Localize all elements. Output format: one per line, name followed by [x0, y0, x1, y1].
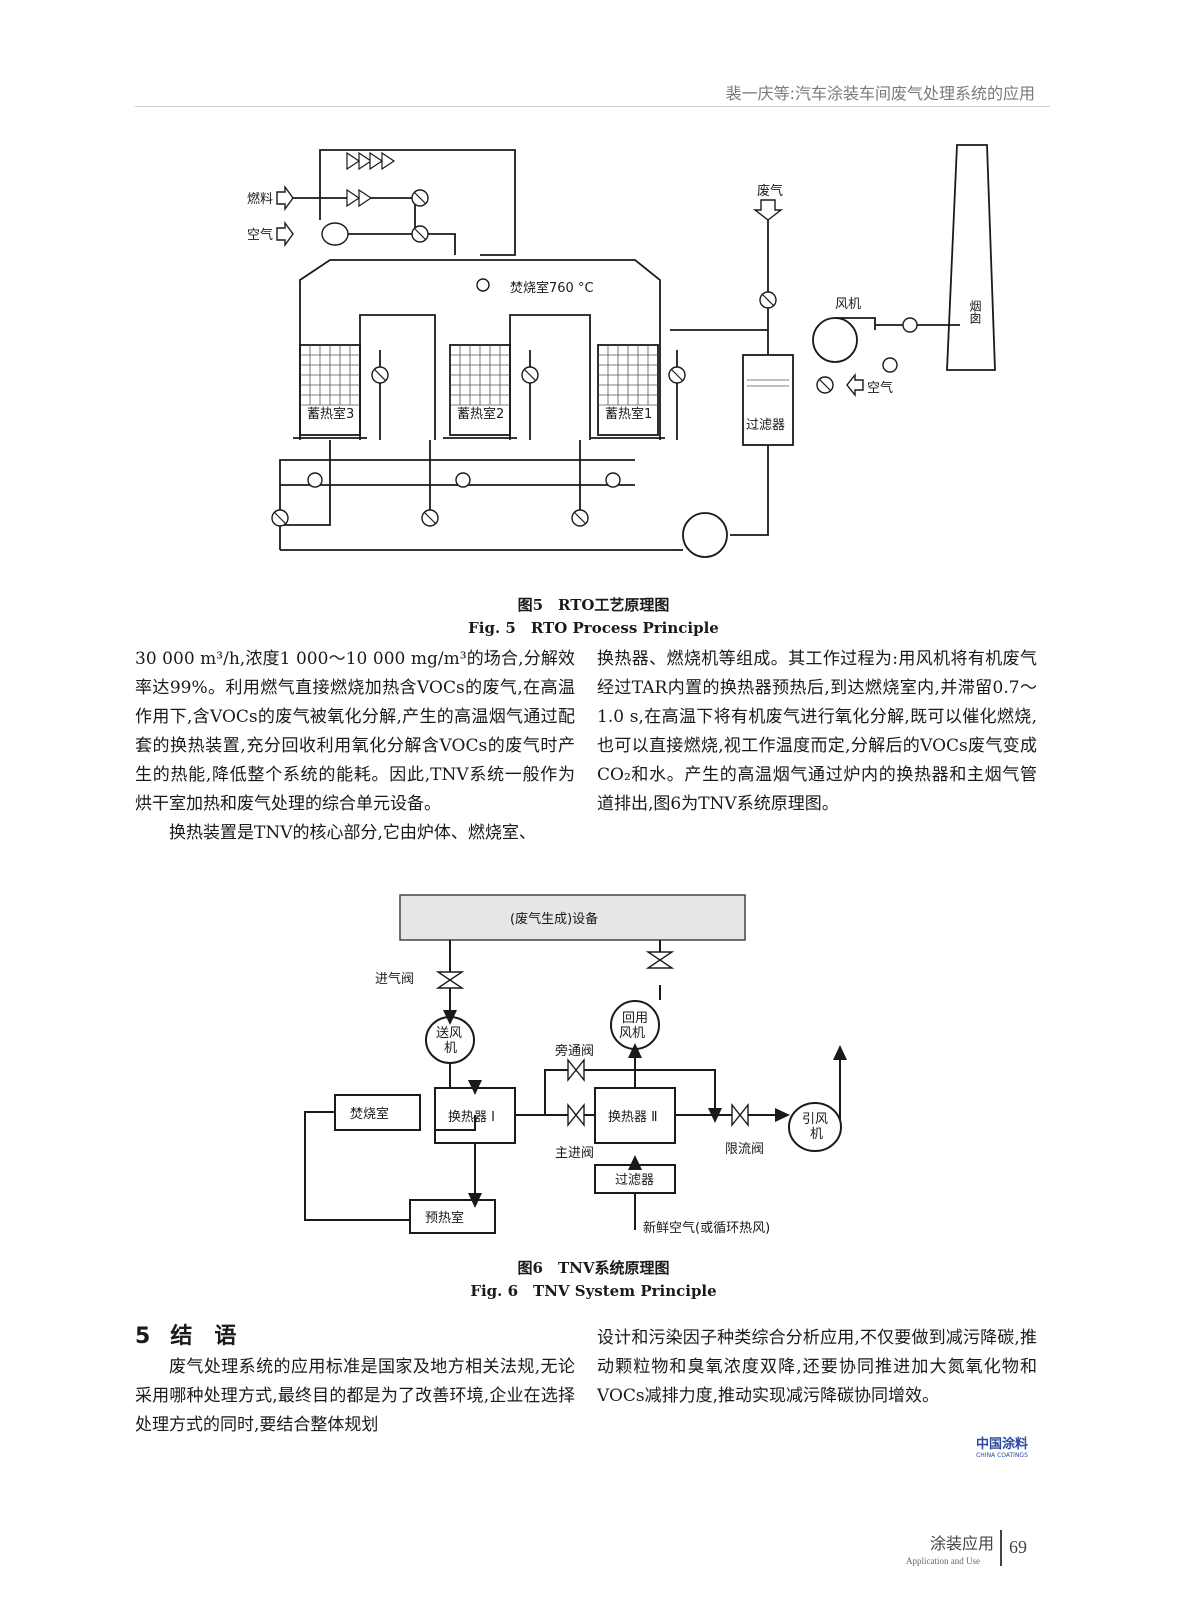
incinerator-label: 焚烧室 — [350, 1106, 389, 1122]
section-5-right-paragraph: 设计和污染因子种类综合分析应用,不仅要做到减污降碳,推动颗粒物和臭氧浓度双降,还… — [597, 1328, 1037, 1406]
body-left-column: 30 000 m³/h,浓度1 000～10 000 mg/m³的场合,分解效率… — [135, 645, 575, 848]
main-valve-label: 主进阀 — [555, 1146, 594, 1161]
figure-6-caption-cn: 图6 TNV系统原理图 — [517, 1259, 670, 1277]
regenerator-2-label: 蓄热室2 — [457, 406, 504, 422]
figure-5-caption-cn: 图5 RTO工艺原理图 — [517, 596, 670, 614]
rto-diagram: 燃料 空气 焚烧室760 °C 废气 风机 烟囱 空气 蓄热室3 蓄热室2 蓄热… — [247, 144, 996, 558]
filter-label: 过滤器 — [746, 418, 785, 433]
supply-fan-label-2: 机 — [444, 1041, 457, 1056]
fresh-air-label: 新鲜空气(或循环热风) — [643, 1220, 770, 1236]
footer-section-en: Application and Use — [906, 1556, 980, 1566]
source-equipment-label: (废气生成)设备 — [510, 911, 598, 927]
section-title: 结语 — [170, 1324, 259, 1349]
tnv-diagram: (废气生成)设备 进气阀 送风 机 回用 风机 旁通阀 焚烧室 换热器 Ⅰ 换热… — [304, 894, 847, 1236]
section-5-left-column: 废气处理系统的应用标准是国家及地方相关法规,无论采用哪种处理方式,最终目的都是为… — [135, 1353, 575, 1440]
exhaust-fan — [788, 1102, 842, 1152]
chimney-label: 烟囱 — [968, 300, 982, 324]
regenerator-3-label: 蓄热室3 — [307, 406, 354, 422]
filter-label: 过滤器 — [615, 1173, 654, 1188]
page-number: 69 — [1009, 1537, 1027, 1557]
header-rule — [135, 106, 1050, 107]
figure-6-caption-en: Fig. 6 TNV System Principle — [470, 1282, 717, 1300]
preheat-box — [409, 1199, 496, 1234]
combustion-chamber-label: 焚烧室760 °C — [510, 280, 594, 296]
section-5-left-paragraph: 废气处理系统的应用标准是国家及地方相关法规,无论采用哪种处理方式,最终目的都是为… — [135, 1357, 575, 1435]
body-left-paragraph-1: 30 000 m³/h,浓度1 000～10 000 mg/m³的场合,分解效率… — [135, 649, 575, 814]
limit-valve-label: 限流阀 — [725, 1142, 764, 1157]
section-5-heading: 5 结语 — [135, 1318, 258, 1350]
air-in-label: 空气 — [247, 227, 273, 243]
china-coatings-logo: 中国涂料 CHINA COATINGS — [975, 1437, 1028, 1460]
running-head: 裴一庆等:汽车涂装车间废气处理系统的应用 — [725, 84, 1035, 103]
hx1-label: 换热器 Ⅰ — [448, 1110, 495, 1125]
supply-fan-label-1: 送风 — [436, 1026, 462, 1041]
return-fan-label-1: 回用 — [622, 1011, 648, 1026]
source-equipment-box — [399, 894, 746, 941]
inlet-valve-label: 进气阀 — [375, 971, 414, 987]
preheat-label: 预热室 — [425, 1210, 464, 1226]
regenerator-1-label: 蓄热室1 — [605, 406, 652, 422]
fuel-label: 燃料 — [247, 191, 273, 207]
hx2-label: 换热器 Ⅱ — [608, 1110, 658, 1125]
body-left-paragraph-2: 换热装置是TNV的核心部分,它由炉体、燃烧室、 — [169, 823, 536, 843]
figure-5-caption-en: Fig. 5 RTO Process Principle — [468, 619, 719, 637]
section-number: 5 — [135, 1324, 153, 1349]
footer-section-cn: 涂装应用 — [930, 1534, 995, 1553]
return-fan-label-2: 风机 — [619, 1026, 645, 1041]
exhaust-fan-label-1: 引风 — [802, 1112, 828, 1127]
exhaust-fan-label-2: 机 — [810, 1127, 823, 1142]
body-right-paragraph-1: 换热器、燃烧机等组成。其工作过程为:用风机将有机废气经过TAR内置的换热器预热后… — [597, 649, 1038, 814]
bypass-valve-label: 旁通阀 — [555, 1043, 594, 1059]
fan-label: 风机 — [835, 297, 861, 312]
waste-gas-label: 废气 — [757, 183, 783, 199]
section-5-right-column: 设计和污染因子种类综合分析应用,不仅要做到减污降碳,推动颗粒物和臭氧浓度双降,还… — [597, 1324, 1037, 1411]
body-right-column: 换热器、燃烧机等组成。其工作过程为:用风机将有机废气经过TAR内置的换热器预热后… — [597, 645, 1037, 819]
footer-divider — [1000, 1530, 1002, 1566]
air-label-fan: 空气 — [867, 380, 893, 396]
